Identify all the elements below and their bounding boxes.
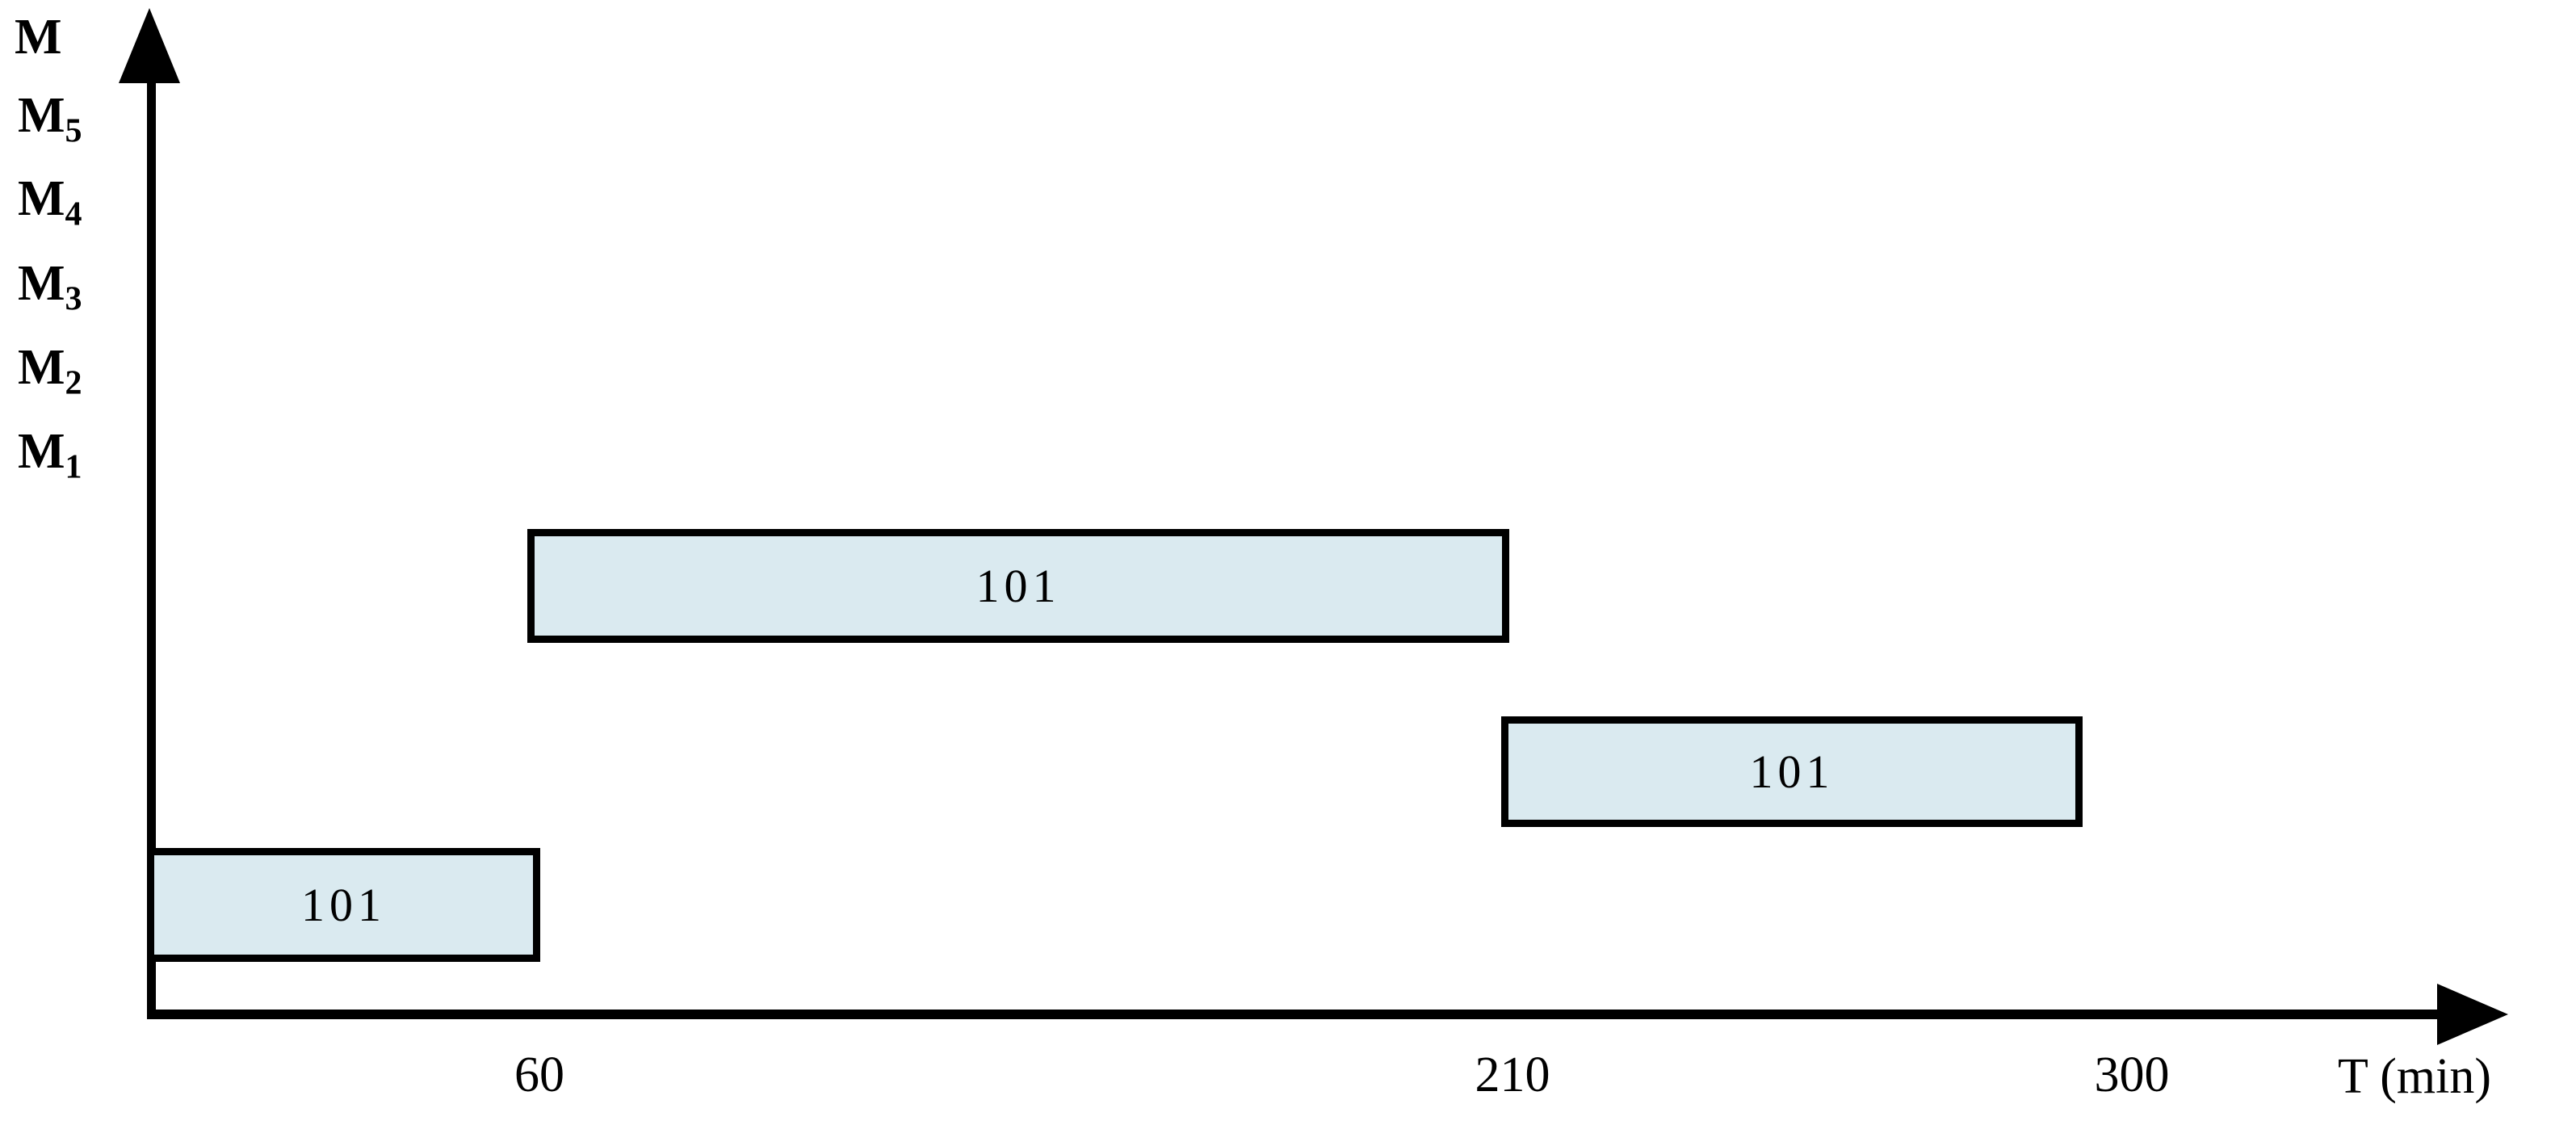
y-axis-label-m3-sub: 3 (65, 280, 82, 318)
y-axis-label-m1-sub: 1 (65, 448, 82, 486)
y-axis-label-m5: M5 (18, 90, 82, 149)
gantt-bar-m2[interactable]: 101 (1501, 716, 2083, 827)
y-axis-label-m4-sub: 4 (65, 195, 82, 233)
y-axis-label-m2-base: M (18, 340, 65, 395)
gantt-bar-m1-label: 101 (301, 878, 386, 931)
x-tick-label-300: 300 (2094, 1047, 2170, 1102)
x-tick-label-60: 60 (514, 1047, 564, 1102)
y-axis-label-m3: M3 (18, 258, 82, 317)
x-tick-label-210: 210 (1475, 1047, 1550, 1102)
gantt-bar-m1[interactable]: 101 (147, 848, 540, 962)
x-axis-title: T (min) (2338, 1049, 2491, 1104)
y-axis-label-m3-base: M (18, 256, 65, 311)
y-axis-label-m1: M1 (18, 426, 82, 485)
x-axis-line (147, 1010, 2447, 1019)
y-axis-label-m1-base: M (18, 424, 65, 479)
y-axis-label-m2-sub: 2 (65, 364, 82, 402)
y-axis-label-m5-base: M (18, 88, 65, 143)
gantt-bar-m2-label: 101 (1749, 745, 1835, 798)
y-axis-label-m5-sub: 5 (65, 112, 82, 150)
y-axis-line (147, 79, 156, 1019)
y-axis-label-m4-base: M (18, 171, 65, 226)
arrow-up-icon (119, 8, 180, 83)
gantt-bar-m3-label: 101 (975, 559, 1061, 612)
y-axis-label-m2: M2 (18, 342, 82, 401)
y-axis-title-text: M (15, 10, 62, 65)
gantt-bar-m3[interactable]: 101 (527, 529, 1509, 643)
arrow-right-icon (2437, 984, 2508, 1045)
y-axis-label-m4: M4 (18, 174, 82, 232)
y-axis-title: M (15, 12, 62, 62)
